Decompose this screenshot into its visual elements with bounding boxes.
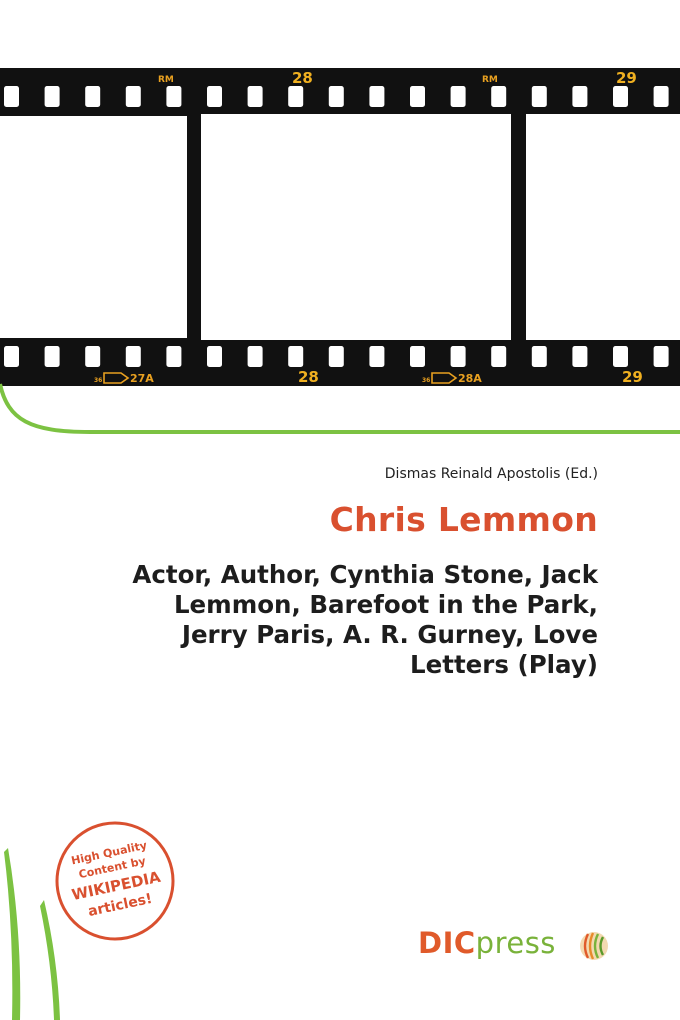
- sprocket-hole: [531, 86, 547, 107]
- publisher-emblem-icon: [580, 932, 608, 960]
- sprocket-hole: [247, 346, 263, 367]
- green-side-stripes: [4, 848, 60, 1020]
- green-stripe-1: [4, 848, 21, 1020]
- sprocket-hole: [166, 86, 182, 107]
- wikipedia-quality-stamp: High Quality Content by WIKIPEDIA articl…: [55, 821, 175, 941]
- sprocket-hole: [207, 86, 222, 107]
- sprocket-hole: [613, 86, 628, 107]
- book-editor: Dismas Reinald Apostolis (Ed.): [384, 466, 598, 482]
- sprocket-hole: [85, 346, 101, 367]
- publisher-name: DICpress: [418, 926, 556, 960]
- film-arrow-2: [431, 372, 458, 384]
- stamp-circle: [55, 821, 175, 941]
- sprocket-hole: [207, 346, 222, 367]
- sprocket-hole: [288, 346, 304, 367]
- film-marking-36-2: 36: [422, 377, 430, 384]
- book-subtitle-line: Letters (Play): [410, 650, 598, 679]
- sprocket-hole: [328, 346, 344, 367]
- sprocket-hole: [450, 346, 466, 367]
- sprocket-hole: [125, 86, 141, 107]
- film-frame-left: [0, 116, 187, 338]
- film-strip: RM 28 RM 29 36 27A 28 36 28A 29: [0, 68, 680, 386]
- film-marking-36-1: 36: [94, 377, 102, 384]
- film-marking-28-bottom: 28: [298, 368, 319, 386]
- sprocket-hole: [85, 86, 101, 107]
- green-stripe-2: [40, 900, 60, 1020]
- green-swoosh-line: [0, 383, 680, 434]
- film-frame-right: [526, 114, 680, 340]
- sprocket-hole: [653, 86, 669, 107]
- publisher-name-dic: DIC: [418, 926, 476, 960]
- green-swoosh: [0, 383, 680, 434]
- book-title: Chris Lemmon: [329, 500, 598, 539]
- emblem-arc-3: [593, 933, 600, 959]
- sprocket-holes-bottom: [4, 346, 669, 367]
- sprocket-hole: [613, 346, 628, 367]
- emblem-arc-2: [588, 932, 595, 960]
- sprocket-hole: [491, 86, 507, 107]
- book-subtitle-line: Lemmon, Barefoot in the Park,: [173, 590, 598, 619]
- sprocket-hole: [125, 346, 141, 367]
- book-subtitle: Actor, Author, Cynthia Stone, Jack Lemmo…: [38, 560, 598, 680]
- film-marking-28-top: 28: [292, 69, 313, 87]
- sprocket-hole: [288, 86, 304, 107]
- sprocket-hole: [450, 86, 466, 107]
- publisher-name-press: press: [475, 926, 556, 960]
- sprocket-holes-top: [4, 86, 669, 107]
- sprocket-hole: [369, 86, 385, 107]
- sprocket-hole: [410, 86, 425, 107]
- sprocket-hole: [369, 346, 385, 367]
- film-marking-29-bottom: 29: [622, 368, 643, 386]
- sprocket-hole: [491, 346, 507, 367]
- book-subtitle-line: Jerry Paris, A. R. Gurney, Love: [181, 620, 598, 649]
- sprocket-hole: [247, 86, 263, 107]
- film-marking-rm-1: RM: [158, 75, 174, 85]
- emblem-arc-4: [599, 936, 605, 956]
- sprocket-hole: [4, 86, 19, 107]
- sprocket-hole: [653, 346, 669, 367]
- book-subtitle-line: Actor, Author, Cynthia Stone, Jack: [132, 560, 598, 589]
- film-frame-center: [201, 114, 511, 340]
- sprocket-hole: [44, 346, 60, 367]
- sprocket-hole: [328, 86, 344, 107]
- sprocket-hole: [572, 346, 588, 367]
- sprocket-hole: [572, 86, 588, 107]
- sprocket-hole: [4, 346, 19, 367]
- sprocket-hole: [166, 346, 182, 367]
- sprocket-hole: [531, 346, 547, 367]
- film-arrow-1: [103, 372, 130, 384]
- sprocket-hole: [44, 86, 60, 107]
- film-marking-29-top: 29: [616, 69, 637, 87]
- sprocket-hole: [410, 346, 425, 367]
- film-marking-27a: 27A: [130, 372, 154, 385]
- publisher-logo: DICpress: [418, 926, 618, 970]
- emblem-arc-1: [583, 933, 590, 959]
- film-marking-rm-2: RM: [482, 75, 498, 85]
- film-marking-28a: 28A: [458, 372, 482, 385]
